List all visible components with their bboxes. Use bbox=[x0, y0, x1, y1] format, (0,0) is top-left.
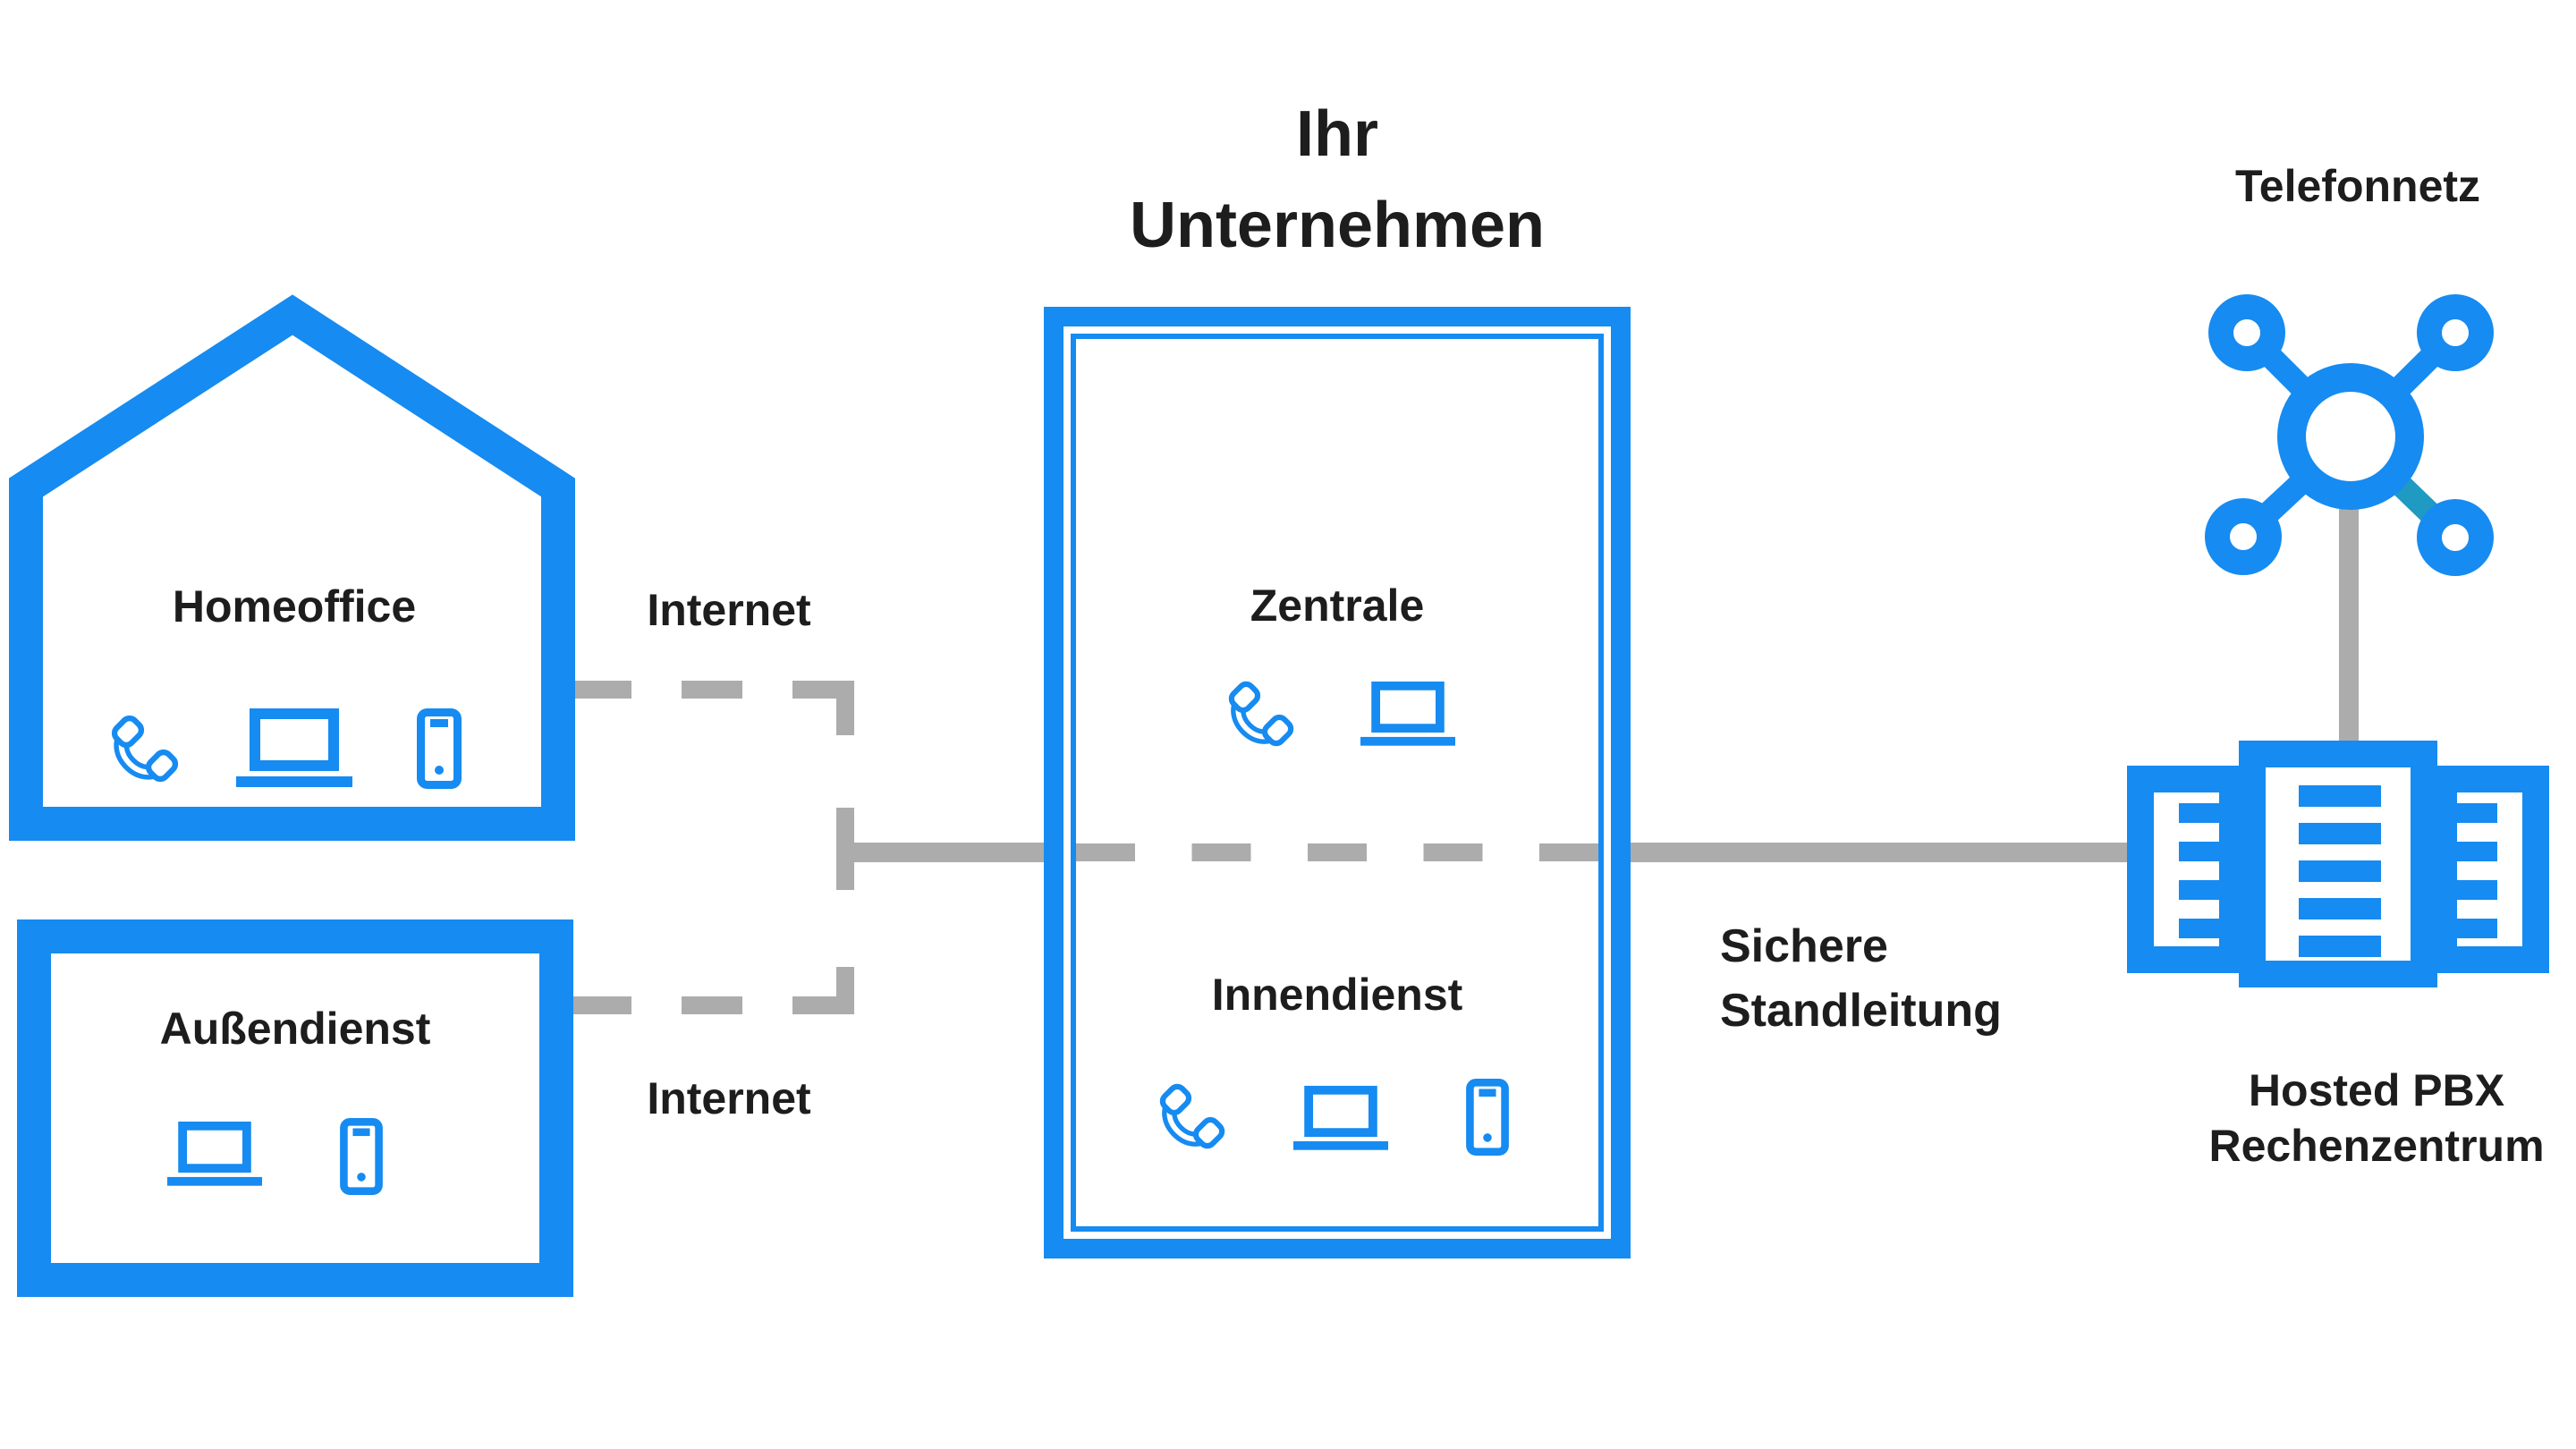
house-shape bbox=[8, 294, 575, 841]
network-hub-icon bbox=[2205, 294, 2494, 576]
smartphone-icon bbox=[421, 713, 458, 785]
hosted-pbx-label-line2: Rechenzentrum bbox=[2208, 1121, 2545, 1171]
server-rack-icon bbox=[2127, 741, 2549, 987]
homeoffice-node bbox=[8, 294, 575, 841]
innendienst-label: Innendienst bbox=[1211, 970, 1463, 1020]
aussendienst-box-shape bbox=[17, 919, 573, 1297]
unternehmen-node bbox=[1044, 307, 1631, 1258]
hub-satellite bbox=[2208, 294, 2285, 371]
homeoffice-label: Homeoffice bbox=[172, 581, 417, 631]
standleitung-label-line1: Sichere bbox=[1720, 920, 1888, 972]
hosted-pbx-label-line1: Hosted PBX bbox=[2248, 1065, 2505, 1115]
standleitung-label: Sichere Standleitung bbox=[1720, 914, 2002, 1043]
connection-lines bbox=[571, 501, 2359, 1014]
telefonnetz-label: Telefonnetz bbox=[2234, 161, 2481, 211]
diagram-title: Ihr Unternehmen bbox=[1130, 89, 1545, 271]
hub-center-ring bbox=[2277, 363, 2424, 510]
hosted-pbx-label: Hosted PBX Rechenzentrum bbox=[2208, 1063, 2544, 1174]
standleitung-label-line2: Standleitung bbox=[1720, 985, 2002, 1037]
internet-bottom-label: Internet bbox=[647, 1073, 811, 1123]
smartphone-icon bbox=[1470, 1082, 1504, 1151]
hub-satellite bbox=[2417, 294, 2494, 371]
company-box-inner-border bbox=[1071, 334, 1604, 1232]
zentrale-label: Zentrale bbox=[1250, 580, 1425, 631]
aussendienst-label: Außendienst bbox=[159, 1004, 431, 1054]
hub-satellite bbox=[2205, 498, 2282, 575]
smartphone-icon bbox=[343, 1122, 378, 1191]
title-line1: Ihr bbox=[1295, 98, 1378, 170]
aussendienst-node bbox=[17, 919, 573, 1297]
internet-top-label: Internet bbox=[647, 585, 811, 635]
hub-satellite bbox=[2417, 499, 2494, 576]
title-line2: Unternehmen bbox=[1129, 190, 1546, 261]
